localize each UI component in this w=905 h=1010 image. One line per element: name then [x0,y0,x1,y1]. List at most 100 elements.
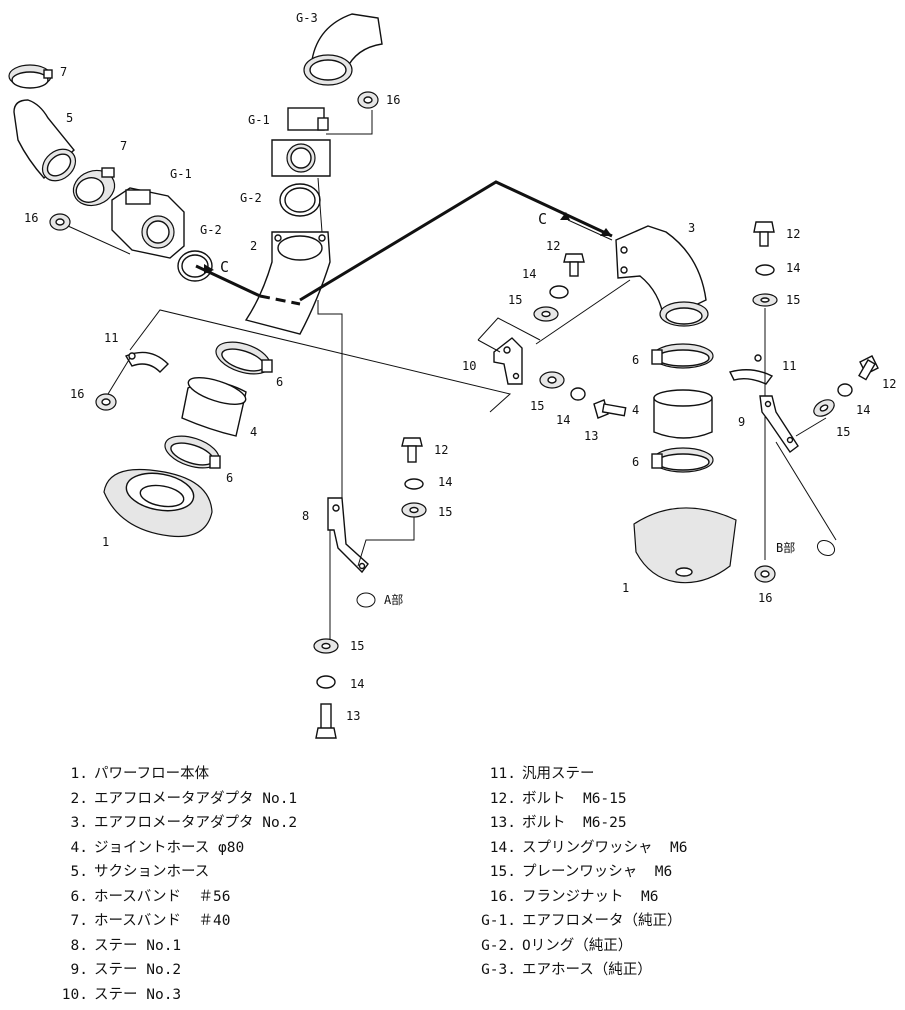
flange-nut-16-right [754,565,776,583]
power-flow-body-1-right [633,507,737,584]
label-15-far-right: 15 [836,425,850,439]
legend-item-number: G-1. [481,913,516,929]
hose-band-6-left-bottom [164,435,221,469]
legend-item-text: スプリングワッシャ M6 [522,839,688,856]
plain-washer-15-right [752,293,778,307]
label-g3: G-3 [296,11,318,25]
power-flow-body-1-left [103,468,213,538]
bolt-13-bottom [315,703,337,739]
legend-item: 2.エアフロメータアダプタ No.1 [60,787,298,812]
label-7-mid: 7 [120,139,127,153]
legend-item-text: ステー No.3 [94,986,182,1003]
legend-item-text: ボルト M6-25 [522,815,627,831]
label-2: 2 [250,239,257,253]
legend-item: G-3. エアホース（純正） [478,958,687,983]
flange-nut-16-lower-left [95,393,117,411]
label-13-mid: 13 [584,429,598,443]
legend-item-number: G-2. [481,937,516,954]
legend-item-number: 9. [70,962,88,978]
label-11-right: 11 [782,359,796,373]
legend-item-text: ホースバンド ＃40 [94,913,231,929]
label-16-top: 16 [386,93,400,107]
legend-item: G-2. Oリング（純正） [478,934,687,959]
legend-item: 3.エアフロメータアダプタ No.2 [60,811,298,836]
legend-item-number: 1. [70,766,88,782]
bolt-12-center [401,437,423,463]
legend-item-text: ステー No.2 [94,962,182,978]
plain-washer-15-center [401,502,427,518]
label-16-lower-left: 16 [70,387,84,401]
stay-8 [327,497,369,574]
label-8: 8 [302,509,309,523]
spring-washer-14-center [404,478,424,490]
legend-item: 9. ステー No.2 [60,958,297,983]
spring-washer-14-lower [570,387,586,401]
label-14-bottom: 14 [350,677,364,691]
label-part-b: B部 [776,540,795,555]
bolt-12-right [753,221,775,247]
label-14-far-right: 14 [856,403,870,417]
bolt-12-mid [563,253,585,277]
legend-item-number: 6. [70,888,88,905]
stay-10 [493,337,523,385]
label-15-right: 15 [786,293,800,307]
legend-item-number: 7. [70,913,88,929]
exploded-parts-diagram: 7 5 7 G-1 16 G-2 C 11 16 6 4 6 1 G-3 16 … [8,11,896,739]
joint-hose-4-left [181,377,247,437]
label-16-left: 16 [24,211,38,225]
legend-item: 12.ボルト M6-15 [478,787,687,812]
hose-band-7-mid [72,167,116,207]
legend-item: 5.サクションホース [60,860,297,885]
legend-item-number: G-3. [481,962,516,978]
legend-item-text: エアホース（純正） [522,962,652,978]
label-c-left: C [220,258,229,276]
label-15-bottom: 15 [350,639,364,653]
legend-item-text: ホースバンド ＃56 [94,888,231,905]
spring-washer-14-right [755,264,775,276]
label-12-right: 12 [786,227,800,241]
air-flow-meter-g1-center [271,107,331,177]
legend-item: 14. スプリングワッシャ M6 [478,836,688,861]
spring-washer-14-far-right [837,383,853,397]
legend-item-number: 14. [489,839,516,856]
legend-item-number: 4. [70,839,88,856]
plain-washer-15-lower [539,371,565,389]
label-7-top: 7 [60,65,67,79]
legend-item-text: Oリング（純正） [522,937,633,954]
legend-item: 10.ステー No.3 [60,983,297,1008]
legend-item: 4. ジョイントホース φ80 [60,836,297,861]
label-12-center: 12 [434,443,448,457]
legend-item-text: ジョイントホース φ80 [94,839,245,856]
air-hose-g3 [303,13,383,86]
label-15-lower: 15 [530,399,544,413]
legend-item-text: エアフロメータアダプタ No.1 [94,790,298,807]
hose-band-6-right-bottom [651,447,714,473]
label-12-mid: 12 [546,239,560,253]
label-g2-left: G-2 [200,223,222,237]
label-4-right: 4 [632,403,639,417]
label-6-right-bottom: 6 [632,455,639,469]
air-flow-meter-g1-left [111,187,185,259]
suction-hose-5 [13,99,77,182]
label-14-right: 14 [786,261,800,275]
bolt-12-far-right [858,355,879,381]
label-14-lower: 14 [556,413,570,427]
label-g2-center: G-2 [240,191,262,205]
joint-hose-4-right [653,389,713,439]
flange-nut-16-top [357,91,379,109]
hose-band-7-top [8,64,53,89]
label-14-mid: 14 [522,267,536,281]
air-flow-meter-adapter-2 [244,231,331,335]
legend-item-number: 11. [489,766,516,782]
o-ring-g2-left [177,250,213,282]
o-ring-g2-center [279,183,321,217]
legend-item-text: プレーンワッシャ M6 [522,864,673,880]
legend-item: 13.ボルト M6-25 [478,811,687,836]
legend-item-number: 5. [70,864,88,880]
bolt-13-mid [593,399,627,419]
label-3: 3 [688,221,695,235]
universal-stay-11-left [124,351,169,373]
label-g1-center: G-1 [248,113,270,127]
